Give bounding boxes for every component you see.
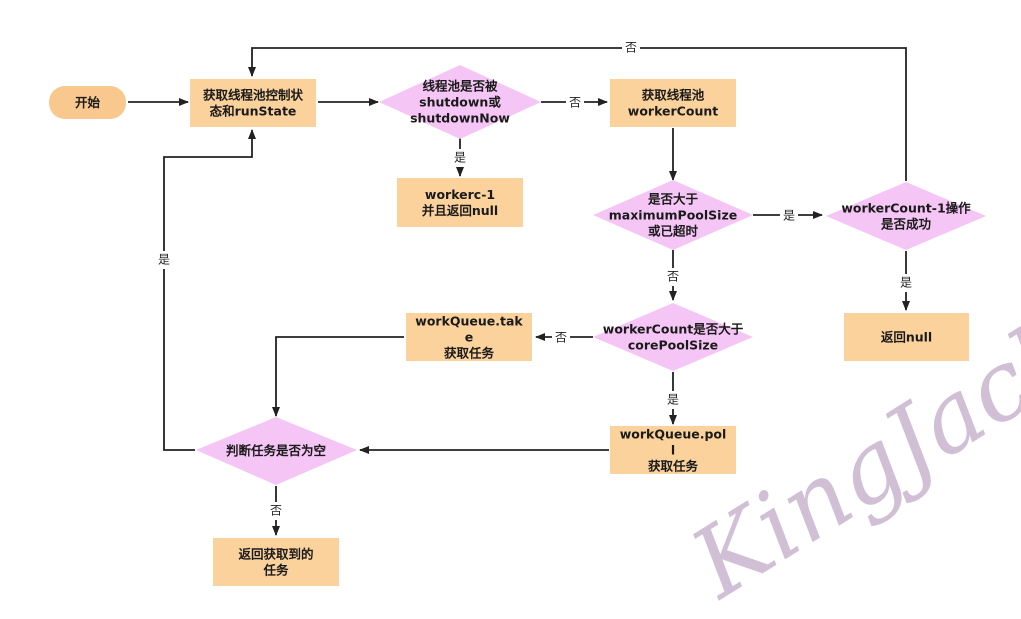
label-gt-core-no: 否	[555, 331, 567, 345]
node-label-line: 获取任务	[648, 459, 699, 474]
svg-text:开始: 开始	[75, 95, 101, 110]
edge-labels: 是 否 是 否 是 否 否 是 是 否	[156, 39, 914, 520]
edge-take-to-empty	[272, 336, 404, 417]
label-empty-yes: 是	[158, 253, 170, 267]
svg-text:判断任务是否为空: 判断任务是否为空	[226, 443, 326, 458]
label-gt-max-no: 否	[667, 270, 679, 284]
node-label-line: 态和runState	[210, 104, 297, 119]
label-shutdown-yes: 是	[454, 151, 466, 165]
node-label-line: corePoolSize	[628, 338, 718, 353]
node-label-line: maximumPoolSize	[609, 208, 737, 223]
node-return-task: 返回获取到的任务	[213, 538, 339, 586]
svg-text:获取线程池控制状态和runState: 获取线程池控制状态和runState	[203, 88, 304, 119]
label-gt-max-yes: 是	[783, 209, 795, 223]
node-label-line: 是否成功	[880, 217, 931, 232]
node-label-line: 返回获取到的	[238, 547, 313, 562]
node-label-line: 并且返回null	[422, 203, 498, 218]
node-label-line: workerCount	[628, 104, 718, 119]
label-shutdown-no: 否	[569, 96, 581, 110]
edge-cas-no	[248, 47, 907, 181]
node-label-line: 任务	[262, 563, 289, 578]
node-label-line: workerCount-1操作	[841, 201, 971, 216]
svg-text:返回获取到的任务: 返回获取到的任务	[238, 547, 313, 578]
node-label-line: workerc-1	[425, 187, 495, 202]
node-label-line: l	[671, 443, 675, 458]
node-label-line: 是否大于	[647, 192, 699, 207]
node-label-line: shutdown或	[419, 95, 501, 110]
node-return-null: 返回null	[844, 313, 969, 361]
node-label-line: shutdownNow	[410, 111, 510, 126]
node-label-line: 线程池是否被	[422, 79, 498, 94]
node-label-line: 获取任务	[444, 346, 495, 361]
node-label-line: e	[465, 330, 473, 345]
node-label-line: workQueue.pol	[620, 427, 727, 442]
edge-empty-yes	[163, 129, 256, 451]
node-label-line: 开始	[75, 95, 101, 110]
label-gt-core-yes: 是	[667, 393, 679, 407]
node-label-line: 获取线程池控制状	[203, 88, 304, 103]
node-label-line: 或已超时	[648, 224, 699, 239]
label-cas-yes: 是	[900, 276, 912, 290]
node-is-empty: 判断任务是否为空	[196, 417, 357, 485]
label-cas-no: 否	[625, 41, 637, 55]
svg-text:返回null: 返回null	[881, 330, 932, 345]
node-label-line: 获取线程池	[642, 88, 705, 103]
node-label-line: 判断任务是否为空	[226, 443, 326, 458]
node-start: 开始	[49, 86, 126, 119]
svg-text:workerCount-1操作是否成功: workerCount-1操作是否成功	[841, 201, 971, 232]
label-empty-no: 否	[270, 504, 282, 518]
node-get-state: 获取线程池控制状态和runState	[190, 79, 316, 127]
node-label-line: workQueue.tak	[415, 314, 523, 329]
node-cas-dec: workerCount-1操作是否成功	[826, 182, 986, 250]
node-label-line: 返回null	[881, 330, 932, 345]
node-label-line: workerCount是否大于	[603, 322, 744, 337]
